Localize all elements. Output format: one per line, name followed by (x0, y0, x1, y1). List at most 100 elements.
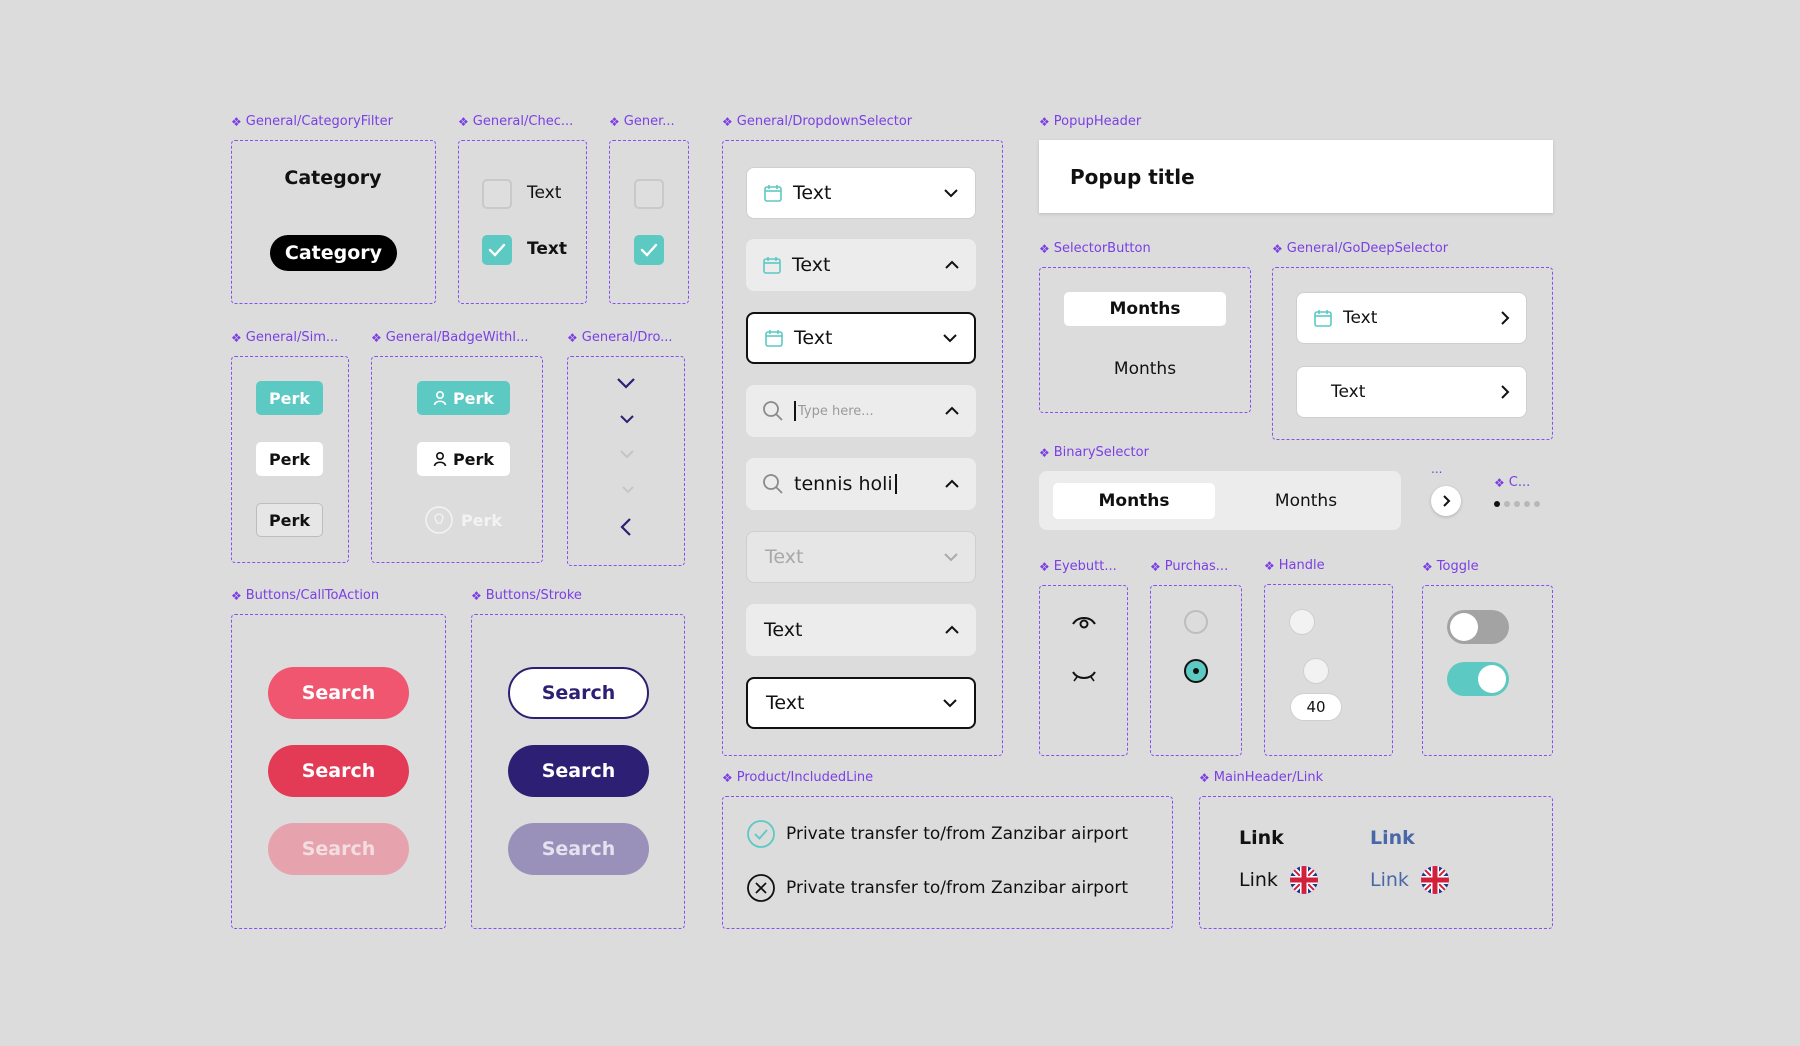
category-text[interactable]: Category (284, 167, 382, 189)
eye-closed-icon[interactable] (1071, 668, 1097, 684)
dropdown-search-typed[interactable]: tennis holi (746, 458, 976, 510)
chevron-down-icon[interactable] (616, 377, 636, 389)
radio-unselected[interactable] (1184, 610, 1208, 634)
purchase-frame (1150, 585, 1242, 756)
chevron-down-icon[interactable] (621, 485, 635, 494)
stroke-frame: Search Search Search (471, 614, 685, 929)
slider-handle[interactable] (1289, 609, 1315, 635)
dropdown-disabled[interactable]: Text (746, 531, 976, 583)
perk-icon-badge-disabled: Perk (417, 503, 510, 537)
lightbulb-icon (425, 506, 453, 534)
dropdown-focused[interactable]: Text (746, 312, 976, 364)
search-icon (763, 401, 783, 421)
carousel-dot[interactable] (1524, 501, 1530, 507)
dropdown-search-empty[interactable]: Type here... (746, 385, 976, 437)
carousel-dot-active[interactable] (1494, 501, 1500, 507)
go-deep-item-calendar[interactable]: Text (1296, 292, 1527, 344)
header-link-bold-blue[interactable]: Link (1370, 827, 1415, 849)
next-arrow-button[interactable] (1431, 486, 1461, 516)
chevron-down-icon[interactable] (619, 414, 635, 424)
chevron-down-icon (943, 699, 957, 708)
selector-button-inactive[interactable]: Months (1113, 359, 1177, 379)
eye-open-icon[interactable] (1071, 614, 1097, 632)
chevron-up-icon (945, 406, 959, 415)
go-deep-item-plain[interactable]: Text (1296, 366, 1527, 418)
language-link[interactable]: Link (1239, 866, 1318, 894)
dropdown-default[interactable]: Text (746, 167, 976, 219)
category-filter-frame: Category Category (231, 140, 436, 304)
header-link-bold[interactable]: Link (1239, 827, 1284, 849)
perk-badge-white: Perk (256, 442, 323, 476)
go-deep-text: Text (1343, 308, 1378, 328)
label-more: ... (1431, 462, 1443, 476)
label-go-deep-selector: ❖General/GoDeepSelector (1272, 241, 1449, 256)
uk-flag-icon (1289, 866, 1318, 894)
chevron-down-icon[interactable] (619, 449, 635, 459)
perk-badge-outline: Perk (256, 503, 323, 537)
search-stroke-button-filled[interactable]: Search (508, 745, 649, 797)
search-stroke-button[interactable]: Search (508, 667, 649, 719)
checkbox-only-frame (609, 140, 689, 304)
chevron-right-icon (1501, 311, 1510, 325)
label-binary-selector: ❖BinarySelector (1039, 445, 1149, 460)
checkbox-unchecked[interactable] (634, 179, 664, 209)
excluded-line-text: Private transfer to/from Zanzibar airpor… (786, 878, 1129, 898)
label-purchase: ❖Purchas... (1150, 559, 1229, 574)
perk-badge-teal: Perk (256, 381, 323, 415)
chevron-right-icon (1443, 495, 1451, 507)
uk-flag-icon (1420, 866, 1449, 894)
person-icon (433, 451, 447, 467)
binary-option-active[interactable]: Months (1053, 483, 1215, 519)
excluded-line-item: Private transfer to/from Zanzibar airpor… (746, 873, 1128, 903)
search-placeholder[interactable]: Type here... (798, 403, 874, 419)
label-badge-with-icon: ❖General/BadgeWithI... (371, 330, 529, 345)
dropdown-text: Text (793, 182, 832, 204)
toggle-off[interactable] (1447, 610, 1509, 644)
perk-icon-badge-teal: Perk (417, 381, 510, 415)
carousel-dot[interactable] (1534, 501, 1540, 507)
carousel-dot[interactable] (1504, 501, 1510, 507)
carousel-dot[interactable] (1514, 501, 1520, 507)
dropdown-plain-open[interactable]: Text (746, 604, 976, 656)
search-cta-button-disabled[interactable]: Search (268, 823, 409, 875)
text-cursor (894, 474, 897, 494)
selector-button-active[interactable]: Months (1064, 292, 1226, 326)
label-popup-header: ❖PopupHeader (1039, 114, 1142, 129)
search-stroke-button-disabled[interactable]: Search (508, 823, 649, 875)
badge-with-icon-frame: Perk Perk Perk (371, 356, 543, 563)
label-stroke: ❖Buttons/Stroke (471, 588, 582, 603)
category-pill[interactable]: Category (270, 235, 397, 271)
toggle-knob (1450, 613, 1478, 641)
check-circle-icon (747, 820, 775, 848)
label-selector-button: ❖SelectorButton (1039, 241, 1151, 256)
checkbox-unchecked[interactable] (482, 179, 512, 209)
search-value[interactable]: tennis holi (794, 473, 893, 495)
checkbox-checked[interactable] (634, 235, 664, 265)
checkbox-label: Text (527, 183, 562, 203)
dropdown-text: Text (792, 254, 831, 276)
language-link-blue[interactable]: Link (1370, 866, 1449, 894)
go-deep-selector-frame: Text Text (1272, 267, 1553, 440)
slider-handle-active[interactable] (1303, 658, 1329, 684)
label-toggle: ❖Toggle (1422, 559, 1479, 574)
chevron-up-icon (945, 625, 959, 634)
search-cta-button[interactable]: Search (268, 667, 409, 719)
toggle-on[interactable] (1447, 662, 1509, 696)
text-cursor (794, 401, 796, 421)
dropdown-text: Text (766, 692, 805, 714)
dropdown-plain-focused[interactable]: Text (746, 677, 976, 729)
label-dropdown-arrows: ❖General/Dro... (567, 330, 673, 345)
chevron-left-icon[interactable] (620, 517, 632, 537)
dropdown-open[interactable]: Text (746, 239, 976, 291)
eye-button-frame (1039, 585, 1128, 756)
included-line-text: Private transfer to/from Zanzibar airpor… (786, 824, 1129, 844)
checkbox-checked[interactable] (482, 235, 512, 265)
chevron-down-icon (944, 553, 958, 562)
binary-option-inactive[interactable]: Months (1274, 491, 1338, 511)
label-checkbox-only: ❖Gener... (609, 114, 675, 129)
calendar-icon (764, 185, 782, 202)
chevron-up-icon (945, 260, 959, 269)
radio-selected[interactable] (1184, 659, 1208, 683)
dropdown-text: Text (765, 546, 804, 568)
search-cta-button-hover[interactable]: Search (268, 745, 409, 797)
